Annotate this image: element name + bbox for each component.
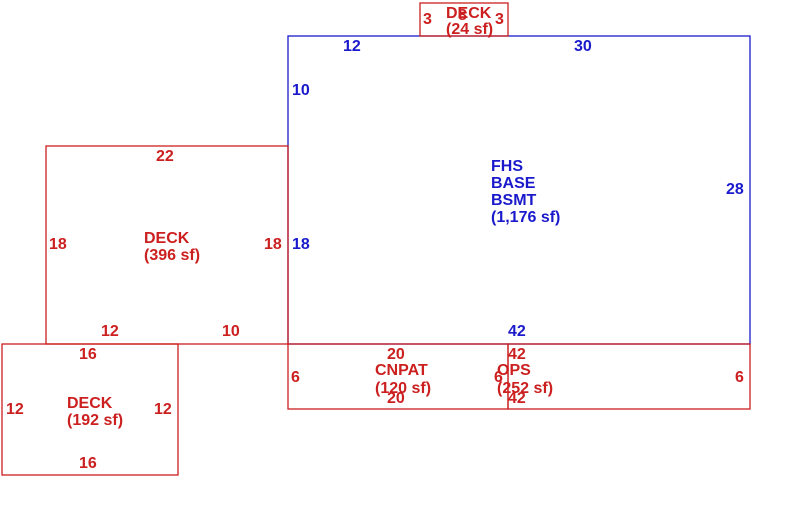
- deck-top-label: DECK: [446, 5, 492, 22]
- main-dim-top-left: 12: [343, 38, 361, 55]
- main-dim-top-right: 30: [574, 38, 592, 55]
- main-label-line1: FHS: [491, 158, 523, 175]
- cnpat-label: CNPAT: [375, 362, 428, 379]
- cnpat-dim-left: 6: [291, 369, 300, 386]
- ops-dim-top: 42: [508, 346, 526, 363]
- deck-left-dim-left: 18: [49, 236, 67, 253]
- deck-bl-area: (192 sf): [67, 412, 123, 429]
- deck-left-dim-top: 22: [156, 148, 174, 165]
- ops-outline: [507, 343, 751, 410]
- deck-bl-label: DECK: [67, 395, 113, 412]
- deck-top-outline: [419, 2, 509, 37]
- cnpat-dim-right: 6: [494, 369, 503, 386]
- main-dim-left-lower: 18: [292, 236, 310, 253]
- cnpat-dim-bottom: 20: [387, 390, 405, 407]
- deck-left-label: DECK: [144, 230, 190, 247]
- deck-bl-dim-top: 16: [79, 346, 97, 363]
- deck-top-dim-right: 3: [495, 11, 504, 28]
- deck-left-dim-right: 18: [264, 236, 282, 253]
- deck-left-dim-bottom-right: 10: [222, 323, 240, 340]
- deck-top-dim-left: 3: [423, 11, 432, 28]
- main-label-line2: BASE: [491, 175, 536, 192]
- main-label-line3: BSMT: [491, 192, 537, 209]
- main-dim-bottom: 42: [508, 323, 526, 340]
- deck-bottom-left-outline: [1, 343, 179, 476]
- deck-bl-dim-bottom: 16: [79, 455, 97, 472]
- ops-label: OPS: [497, 362, 531, 379]
- main-label-area: (1,176 sf): [491, 209, 560, 226]
- main-dim-right: 28: [726, 181, 744, 198]
- cnpat-area: (120 sf): [375, 380, 431, 397]
- ops-dim-bottom: 42: [508, 390, 526, 407]
- deck-bl-dim-right: 12: [154, 401, 172, 418]
- deck-left-dim-bottom-left: 12: [101, 323, 119, 340]
- deck-top-area: (24 sf): [446, 21, 493, 38]
- main-dim-left-upper: 10: [292, 82, 310, 99]
- cnpat-dim-top: 20: [387, 346, 405, 363]
- ops-dim-right: 6: [735, 369, 744, 386]
- deck-top-dim-top: 8: [458, 7, 467, 24]
- deck-bl-dim-left: 12: [6, 401, 24, 418]
- deck-left-area: (396 sf): [144, 247, 200, 264]
- ops-area: (252 sf): [497, 380, 553, 397]
